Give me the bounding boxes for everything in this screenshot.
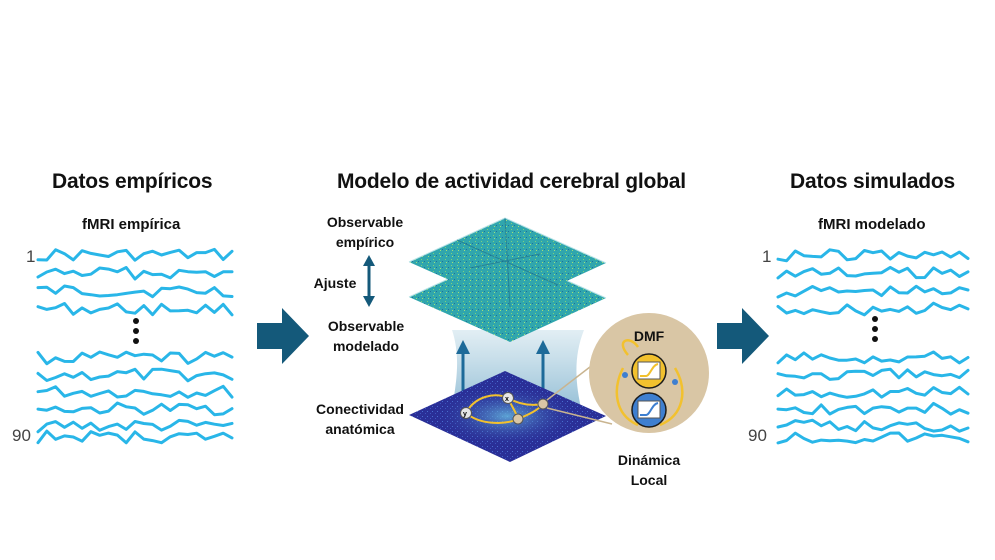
ajuste-label: Ajuste <box>313 275 357 291</box>
right-signal-group <box>776 248 970 445</box>
signal-trace <box>36 284 234 299</box>
signal-trace <box>36 350 234 366</box>
node-d <box>537 398 549 410</box>
signal-trace <box>36 418 234 434</box>
right-index-bottom: 90 <box>748 426 767 445</box>
dmf-label: DMF <box>633 328 665 344</box>
signal-trace <box>36 266 234 281</box>
signal-trace <box>776 385 970 399</box>
left-title: Datos empíricos <box>52 170 213 193</box>
signal-trace <box>776 367 970 381</box>
observable-modelado-label: Observable modelado <box>327 318 405 354</box>
right-subtitle: fMRI modelado <box>818 216 926 233</box>
signal-trace <box>776 401 970 416</box>
signal-trace <box>36 384 234 399</box>
dmf-loop <box>615 339 684 427</box>
left-ellipsis-dots <box>133 318 139 344</box>
signal-trace <box>776 350 970 365</box>
signal-trace <box>36 302 234 317</box>
center-title: Modelo de actividad cerebral global <box>337 170 686 193</box>
signal-trace <box>776 248 970 263</box>
signal-trace <box>36 429 234 445</box>
ajuste-double-arrow <box>363 255 375 307</box>
left-signal-group <box>36 247 234 445</box>
right-title: Datos simulados <box>790 170 956 193</box>
conectividad-label: Conectividad anatómica <box>316 401 404 437</box>
signal-trace <box>36 247 234 262</box>
arrow-left-to-center <box>257 308 309 364</box>
signal-trace <box>36 401 234 417</box>
node-x <box>502 392 514 404</box>
left-subtitle: fMRI empírica <box>82 216 181 233</box>
local-network: y x <box>460 392 549 425</box>
signal-trace <box>776 301 970 317</box>
signal-trace <box>776 418 970 433</box>
matrix-diagonal-pattern <box>456 217 559 308</box>
right-ellipsis-dots <box>872 316 878 342</box>
node-x-label: x <box>505 396 509 403</box>
node-y-label: y <box>463 411 467 418</box>
signal-trace <box>776 265 970 280</box>
signal-trace <box>776 284 970 299</box>
inhibitory-unit <box>631 392 667 428</box>
left-index-bottom: 90 <box>12 426 31 445</box>
projection-arrows <box>456 340 550 404</box>
arrow-center-to-right <box>717 308 769 364</box>
signal-trace <box>36 367 234 383</box>
observable-empirico-label: Observable empírico <box>326 214 404 250</box>
signal-trace <box>776 431 970 445</box>
node-y <box>460 407 472 419</box>
dinamica-label: Dinámica Local <box>617 452 681 488</box>
excitatory-unit <box>631 353 667 389</box>
node-c <box>512 413 524 425</box>
right-index-top: 1 <box>762 247 772 266</box>
left-index-top: 1 <box>26 247 36 266</box>
